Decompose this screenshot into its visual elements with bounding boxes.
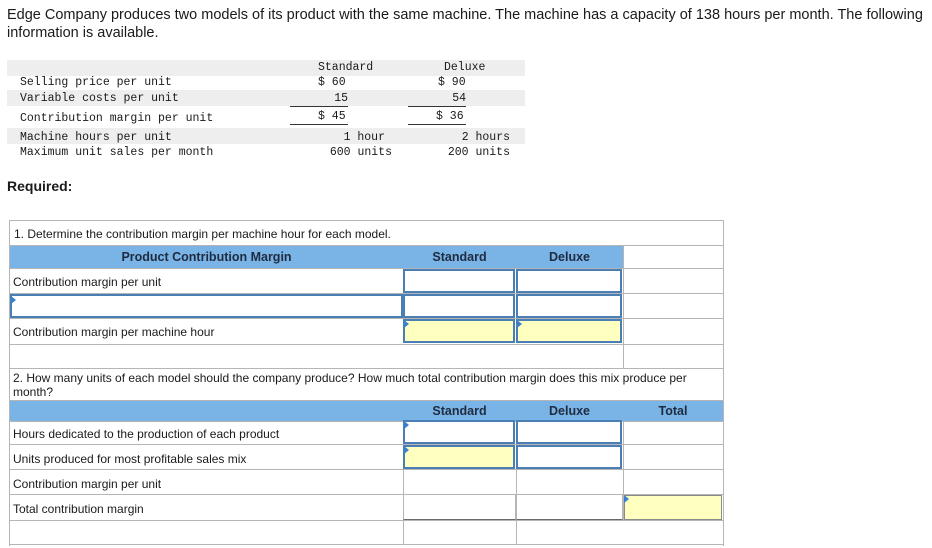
grid-line: [10, 400, 723, 401]
grid-line: [623, 421, 624, 521]
part2-standard-total-cm-cell[interactable]: [403, 495, 516, 520]
part2-row-label-cm-per-unit: Contribution margin per unit: [13, 477, 162, 491]
info-deluxe-machine-hours: 2 hours: [461, 131, 510, 144]
part1-row-label-cm-per-unit: Contribution margin per unit: [13, 275, 162, 289]
info-row-band: [7, 128, 525, 144]
info-standard-contribution-margin: $ 45: [290, 110, 348, 125]
part1-header-standard: Standard: [403, 246, 516, 268]
part2-total-cm-input[interactable]: [624, 495, 722, 520]
part1-deluxe-cm-per-unit-input[interactable]: [516, 269, 622, 293]
grid-line: [10, 245, 723, 246]
info-label-selling-price: Selling price per unit: [20, 76, 172, 89]
info-deluxe-variable-costs: 54: [408, 92, 466, 107]
grid-line: [10, 268, 723, 269]
grid-line: [10, 421, 723, 422]
part2-row-label-units-produced: Units produced for most profitable sales…: [13, 452, 247, 466]
info-header-deluxe: Deluxe: [444, 61, 486, 74]
info-row-band: [7, 90, 525, 106]
part2-header-deluxe: Deluxe: [516, 401, 623, 421]
part1-header-product-contribution-margin: Product Contribution Margin: [10, 246, 403, 268]
info-standard-variable-costs: 15: [290, 92, 348, 107]
grid-line: [10, 344, 723, 345]
info-label-max-sales: Maximum unit sales per month: [20, 146, 214, 159]
given-info-table: Standard Deluxe Selling price per unit $…: [7, 60, 525, 164]
grid-line: [10, 544, 723, 545]
info-label-machine-hours: Machine hours per unit: [20, 131, 172, 144]
grid-line: [10, 444, 723, 445]
part1-row-label-input[interactable]: [10, 294, 403, 318]
answer-worksheet: 1. Determine the contribution margin per…: [9, 220, 724, 546]
grid-line: [10, 293, 723, 294]
grid-line: [10, 220, 723, 221]
info-label-variable-costs: Variable costs per unit: [20, 92, 179, 105]
part2-header-total: Total: [623, 401, 723, 421]
part1-deluxe-cm-per-machine-hour-input[interactable]: [516, 319, 622, 343]
part1-standard-input[interactable]: [403, 294, 515, 318]
part2-row-label-total-cm: Total contribution margin: [13, 502, 144, 516]
grid-line: [10, 520, 723, 521]
part1-deluxe-input[interactable]: [516, 294, 622, 318]
part1-header-deluxe: Deluxe: [516, 246, 623, 268]
info-standard-max-sales: 600 units: [329, 146, 392, 159]
required-heading: Required:: [7, 178, 73, 194]
part2-standard-units-input[interactable]: [403, 445, 515, 469]
part1-standard-cm-per-machine-hour-input[interactable]: [403, 319, 515, 343]
grid-line: [10, 368, 723, 369]
info-deluxe-max-sales: 200 units: [447, 146, 510, 159]
part2-header-standard: Standard: [403, 401, 516, 421]
part2-row-label-hours-dedicated: Hours dedicated to the production of eac…: [13, 427, 280, 441]
info-header-standard: Standard: [318, 61, 374, 74]
part2-deluxe-hours-input[interactable]: [516, 420, 622, 444]
grid-line: [10, 318, 723, 319]
part2-deluxe-total-cm-cell[interactable]: [516, 495, 623, 520]
part1-question: 1. Determine the contribution margin per…: [14, 227, 391, 241]
info-deluxe-contribution-margin: $ 36: [408, 110, 466, 125]
part1-row-label-cm-per-machine-hour: Contribution margin per machine hour: [13, 325, 215, 339]
problem-intro: Edge Company produces two models of its …: [7, 7, 923, 41]
grid-line: [10, 494, 723, 495]
grid-line: [623, 245, 624, 369]
info-header-band: [7, 60, 525, 76]
info-deluxe-selling-price: $ 90: [438, 76, 466, 89]
part2-header-blank: [10, 401, 403, 421]
info-label-contribution-margin: Contribution margin per unit: [20, 112, 214, 125]
part2-question: 2. How many units of each model should t…: [13, 371, 687, 399]
part2-standard-hours-input[interactable]: [403, 420, 515, 444]
part2-deluxe-units-input[interactable]: [516, 445, 622, 469]
part1-standard-cm-per-unit-input[interactable]: [403, 269, 515, 293]
info-standard-selling-price: $ 60: [318, 76, 346, 89]
grid-line: [10, 469, 723, 470]
info-standard-machine-hours: 1 hour: [343, 131, 385, 144]
